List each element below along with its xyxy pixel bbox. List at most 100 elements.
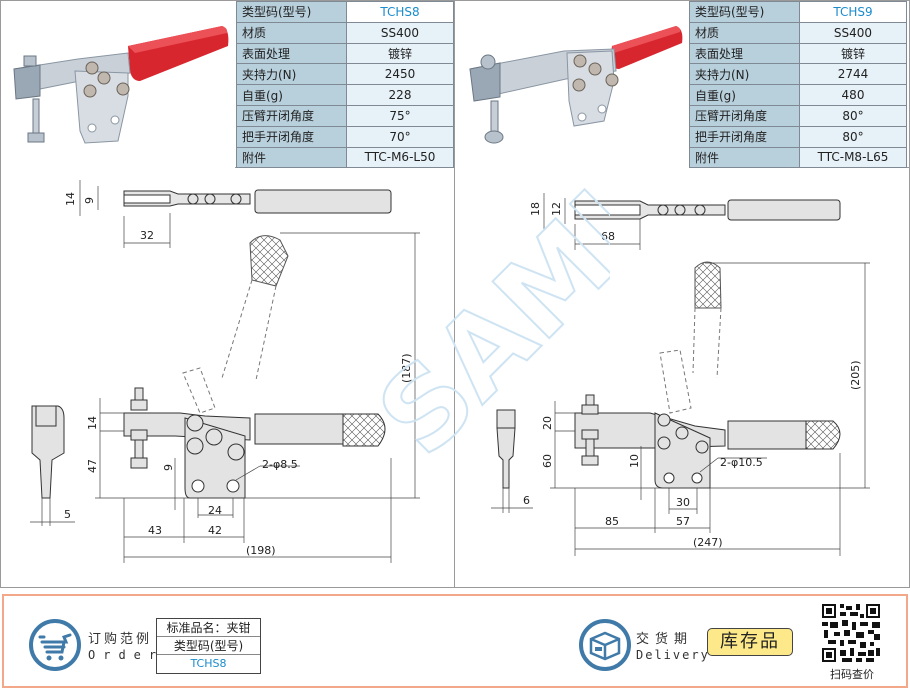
spec-key: 自重(g) [689,84,800,106]
scan-price-label: 扫码查价 [830,668,874,681]
drawing-tchs9: 18 12 68 (205) 20 60 10 2-φ10.5 30 85 57… [455,168,909,587]
spec-row: 表面处理镀锌 [236,42,454,65]
dim-hole-note: 2-φ10.5 [720,456,763,469]
spec-key: 表面处理 [236,42,347,65]
dim-total-height: (187) [400,353,413,383]
spec-value: 2744 [799,63,907,86]
dim-hole-offset: 10 [628,454,641,468]
clamp-dimension-drawing-icon: 18 12 68 (205) 20 60 10 2-φ10.5 30 85 57… [491,193,870,556]
dim-top-outer: 18 [529,202,542,216]
spec-key: 夹持力(N) [689,63,800,86]
spec-value: 480 [799,84,907,106]
spec-value: SS400 [799,21,907,44]
spec-value: 228 [346,84,454,106]
drawing-tchs8: 14 9 32 (187) 14 47 9 2-φ8.5 24 43 42 (1… [0,168,454,587]
left-border [0,0,1,588]
dim-top-inner: 9 [83,197,96,204]
spec-value: TTC-M8-L65 [799,146,907,169]
spec-key: 把手开闭角度 [689,125,800,148]
panel-divider [454,0,455,588]
spec-row: 表面处理镀锌 [689,42,907,65]
spec-value: TTC-M6-L50 [346,146,454,169]
spec-key: 附件 [689,146,800,169]
spec-key: 自重(g) [236,84,347,106]
order-type-code-value: TCHS8 [190,657,227,670]
delivery-title-en: Delivery [636,648,710,662]
spec-value: 70° [346,125,454,148]
spec-value: 80° [799,125,907,148]
delivery-title: 交货期 [636,632,694,647]
dim-top-length: 68 [601,230,615,243]
dim-side-width: 6 [523,494,530,507]
product-photo-tchs8 [0,1,235,168]
dim-hole-offset: 9 [162,464,175,471]
dim-hole-note: 2-φ8.5 [262,458,298,471]
technical-drawings: 14 9 32 (187) 14 47 9 2-φ8.5 24 43 42 (1… [0,168,910,588]
package-box-icon [579,619,631,671]
spec-value: 75° [346,104,454,127]
dim-total-height: (205) [849,360,862,390]
toggle-clamp-photo-icon [469,26,683,144]
dim-arm-height: 14 [86,416,99,430]
spec-key: 附件 [236,146,347,169]
spec-value: 2450 [346,63,454,86]
in-stock-badge: 库存品 [707,628,793,656]
dim-base-height: 60 [541,454,554,468]
dim-total-length: (247) [693,536,723,549]
product-photo-tchs9 [454,1,689,168]
spec-key: 把手开闭角度 [236,125,347,148]
dim-base-width: 57 [676,515,690,528]
dim-hole-pitch: 30 [676,496,690,509]
dim-side-width: 5 [64,508,71,521]
spec-value: SS400 [346,21,454,44]
spec-row: 类型码(型号)TCHS9 [689,1,907,23]
order-standard-name: 标准品名：夹钳 [157,619,260,637]
spec-key: 压臂开闭角度 [236,104,347,127]
spec-value: 80° [799,104,907,127]
qr-code-icon[interactable] [822,604,880,662]
spec-key: 类型码(型号) [689,1,800,23]
toggle-clamp-photo-icon [13,26,229,144]
dim-total-length: (198) [246,544,276,557]
spec-key: 表面处理 [689,42,800,65]
spec-model-value: TCHS8 [346,1,454,23]
order-title-en: Order [88,648,165,662]
spec-row: 类型码(型号)TCHS8 [236,1,454,23]
dim-top-length: 32 [140,229,154,242]
dim-arm-reach: 43 [148,524,162,537]
dim-arm-height: 20 [541,416,554,430]
spec-model-value: TCHS9 [799,1,907,23]
dim-base-width: 42 [208,524,222,537]
dim-arm-reach: 85 [605,515,619,528]
spec-key: 夹持力(N) [236,63,347,86]
spec-row: 自重(g)228 [236,84,454,106]
spec-row: 夹持力(N)2744 [689,63,907,86]
spec-key: 材质 [236,21,347,44]
dim-base-height: 47 [86,459,99,473]
order-title: 订购范例 [88,632,153,647]
spec-row: 自重(g)480 [689,84,907,106]
dim-hole-pitch: 24 [208,504,222,517]
shopping-cart-icon [29,619,81,671]
order-example-box: 标准品名：夹钳 类型码(型号) TCHS8 [156,618,261,674]
spec-key: 类型码(型号) [236,1,347,23]
spec-value: 镀锌 [799,42,907,65]
order-info-footer: 订购范例 Order 标准品名：夹钳 类型码(型号) TCHS8 交货期 Del… [2,594,908,688]
dim-top-inner: 12 [550,202,563,216]
dim-top-outer: 14 [64,192,77,206]
spec-value: 镀锌 [346,42,454,65]
order-type-code-label: 类型码(型号) [157,637,260,655]
spec-key: 材质 [689,21,800,44]
clamp-dimension-drawing-icon: 14 9 32 (187) 14 47 9 2-φ8.5 24 43 42 (1… [30,180,420,563]
spec-key: 压臂开闭角度 [689,104,800,127]
